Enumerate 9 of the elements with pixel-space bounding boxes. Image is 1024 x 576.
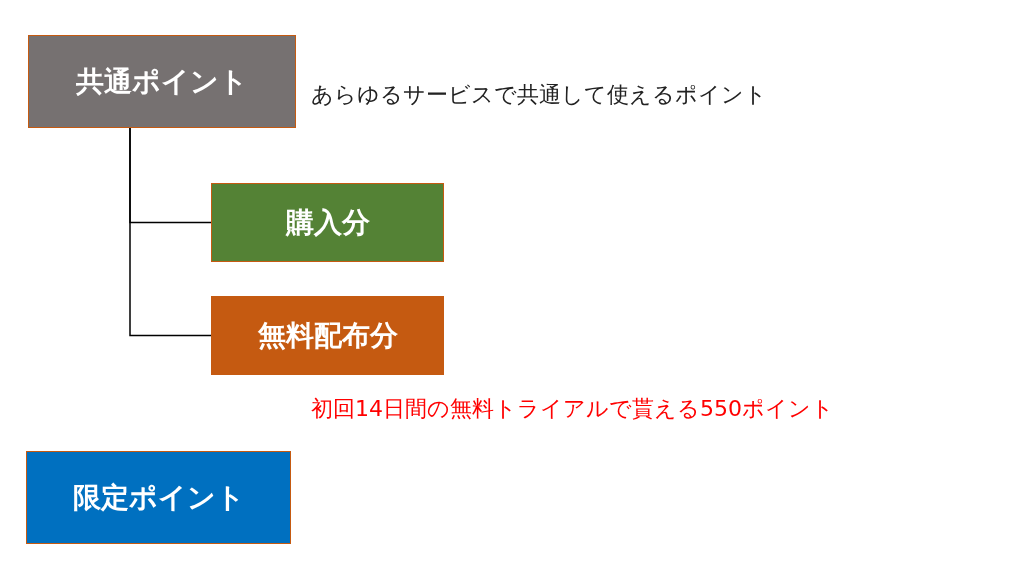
category-box [211,183,444,262]
description-text: あらゆるサービスで共通して使えるポイント [311,81,767,109]
box-label: 購入分 [285,204,370,241]
connector-line [129,127,212,337]
category-box [26,451,291,544]
box-label: 限定ポイント [72,479,245,516]
description-text: 初回14日間の無料トライアルで貰える550ポイント [311,395,834,423]
box-label: 無料配布分 [257,317,398,354]
box-label: 共通ポイント [76,63,248,100]
